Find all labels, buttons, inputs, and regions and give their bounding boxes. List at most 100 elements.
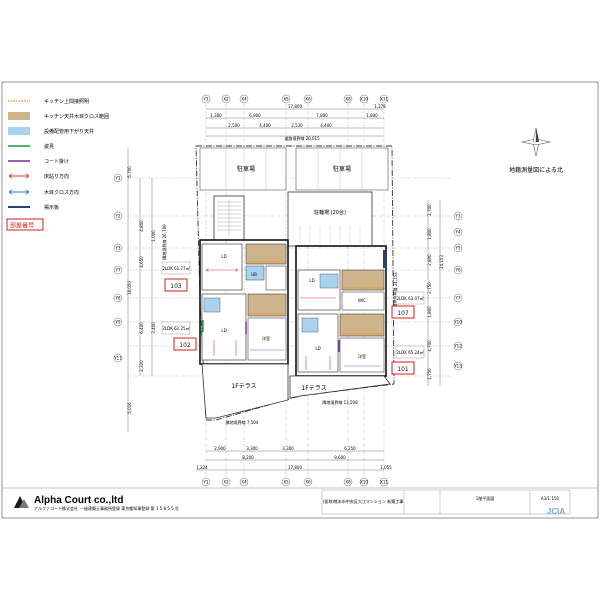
dim-text: 3,300 xyxy=(246,446,258,451)
dim-text: 6,400 xyxy=(139,322,144,334)
dim-text: 2,700 xyxy=(427,204,432,216)
site-boundary xyxy=(195,145,395,421)
legend-label: キッチン天井木目クロス範囲 xyxy=(44,113,109,120)
unit-102: LD 洋室 xyxy=(201,293,287,361)
svg-text:Y13: Y13 xyxy=(453,364,462,369)
svg-text:X2: X2 xyxy=(223,480,229,485)
terrace-east: 1Fテラス xyxy=(289,375,391,399)
kitchen-wood-ceiling xyxy=(339,313,385,337)
unit-107: LD WIC xyxy=(297,250,385,311)
legend-label: 姿見 xyxy=(44,143,54,150)
svg-text:Y4: Y4 xyxy=(455,230,461,235)
bottom-dimensions xyxy=(196,450,384,471)
top-dimensions xyxy=(206,108,384,137)
svg-text:X6: X6 xyxy=(305,480,311,485)
svg-text:X8: X8 xyxy=(345,480,351,485)
svg-text:102: 102 xyxy=(179,342,191,349)
legend-label: 床貼り方向 xyxy=(44,173,69,180)
drawing-scale: A3/1:150 xyxy=(541,496,560,501)
row-bubbles-left: Y1 Y2 Y3 Y7 Y8 Y9 Y11 xyxy=(113,173,123,363)
room-code: 洋室 xyxy=(262,335,270,341)
dim-text: 1,378 xyxy=(374,104,386,109)
svg-text:Y7: Y7 xyxy=(115,268,121,273)
svg-text:X2: X2 xyxy=(223,97,229,102)
svg-text:X8: X8 xyxy=(345,97,351,102)
dim-text: 8,200 xyxy=(242,455,254,460)
dim-text: 9,600 xyxy=(334,455,346,460)
company-registration: 一級建築士事務所登録 東京都知事登録 第 1 5 8 5 5 号 xyxy=(80,505,179,511)
dim-text: 18,050 xyxy=(127,281,132,295)
svg-text:Y2: Y2 xyxy=(115,214,121,219)
dim-text: 1,800 xyxy=(366,113,378,118)
svg-text:2LDK 63.07㎡: 2LDK 63.07㎡ xyxy=(396,295,423,301)
dim-text: 4,800 xyxy=(139,220,144,232)
svg-text:X11: X11 xyxy=(380,480,388,485)
svg-text:X5: X5 xyxy=(283,97,289,102)
drawing-title: 1階平面図 xyxy=(476,495,495,501)
dim-text: 1,800 xyxy=(427,306,432,318)
svg-text:Y12: Y12 xyxy=(453,344,462,349)
svg-text:2LDK 65.24㎡: 2LDK 65.24㎡ xyxy=(396,349,423,355)
room-tag-103: 2LDK 61.77㎡ 103 xyxy=(161,261,191,292)
boundary-label: 隣地境界線 7,504 xyxy=(226,419,259,425)
arrow-heads-icon xyxy=(205,268,239,272)
dim-text: 3,300 xyxy=(282,446,294,451)
svg-text:X11: X11 xyxy=(380,97,388,102)
dim-text: 5,016 xyxy=(127,402,132,414)
room-code: WIC xyxy=(358,298,366,303)
legend-room-tag xyxy=(6,218,44,231)
dim-text: 4,400 xyxy=(320,123,332,128)
drop-ceiling xyxy=(203,297,221,313)
dim-text: 2,800 xyxy=(427,254,432,266)
dim-text: 2,320 xyxy=(139,360,144,372)
svg-text:Y6: Y6 xyxy=(455,268,461,273)
legend-label: キッチン上間接照明 xyxy=(44,98,89,105)
svg-text:X5: X5 xyxy=(283,480,289,485)
svg-text:X4: X4 xyxy=(241,97,247,102)
svg-text:107: 107 xyxy=(397,310,409,317)
kitchen-wood-ceiling xyxy=(247,293,287,317)
room-label-bicycle: 駐輪場 (20台) xyxy=(314,209,346,216)
svg-text:2LDK 62.25㎡: 2LDK 62.25㎡ xyxy=(162,325,189,331)
svg-text:Y1: Y1 xyxy=(203,97,209,102)
drop-ceiling xyxy=(301,317,319,333)
svg-text:101: 101 xyxy=(397,366,409,373)
bicycle-parking: 駐輪場 (20台) xyxy=(287,191,373,247)
dim-text: 7,800 xyxy=(316,113,328,118)
drop-ceiling xyxy=(245,265,265,281)
legend-label: 掲示板 xyxy=(44,204,59,211)
svg-text:Y7: Y7 xyxy=(455,296,461,301)
svg-text:Y5: Y5 xyxy=(455,246,461,251)
dim-text: 24,153 xyxy=(439,255,444,269)
unit-103: LD UB xyxy=(201,243,287,291)
north-arrow-icon xyxy=(521,127,551,157)
column-bubbles-bottom: Y1 X2 X4 X5 X6 X8 X10 X11 xyxy=(201,477,388,487)
svg-text:2LDK 61.77㎡: 2LDK 61.77㎡ xyxy=(162,265,189,271)
unit-101: LD 洋室 xyxy=(297,313,385,373)
dim-text: 1,300 xyxy=(210,113,222,118)
boundary-label: 隣地境界線 26,789 xyxy=(161,224,167,260)
svg-text:Y8: Y8 xyxy=(115,296,121,301)
drop-ceiling xyxy=(319,273,339,289)
dim-text: 17,800 xyxy=(288,104,302,109)
parking-area-right: 駐車場 xyxy=(295,147,389,191)
svg-text:Y9: Y9 xyxy=(115,320,121,325)
dim-text: 1,000 xyxy=(151,230,156,242)
dim-text: 1,055 xyxy=(380,465,392,470)
room-code: LD xyxy=(315,346,320,351)
room-code: 洋室 xyxy=(358,353,366,359)
svg-text:X6: X6 xyxy=(305,97,311,102)
dim-text: 2,530 xyxy=(291,123,303,128)
svg-text:Y1: Y1 xyxy=(203,480,209,485)
legend-swatch-box xyxy=(8,112,30,120)
parking-area-left: 駐車場 xyxy=(199,147,287,191)
arrow-heads-icon xyxy=(8,189,30,195)
svg-text:X4: X4 xyxy=(241,480,247,485)
legend-label: 木目クロス方向 xyxy=(44,189,79,196)
right-dimensions xyxy=(427,200,441,386)
dim-text: 1,750 xyxy=(427,368,432,380)
stair-core xyxy=(213,195,245,241)
svg-text:Y3: Y3 xyxy=(455,214,461,219)
sheet-border xyxy=(1,81,599,519)
room-label-parking: 駐車場 xyxy=(237,165,255,173)
